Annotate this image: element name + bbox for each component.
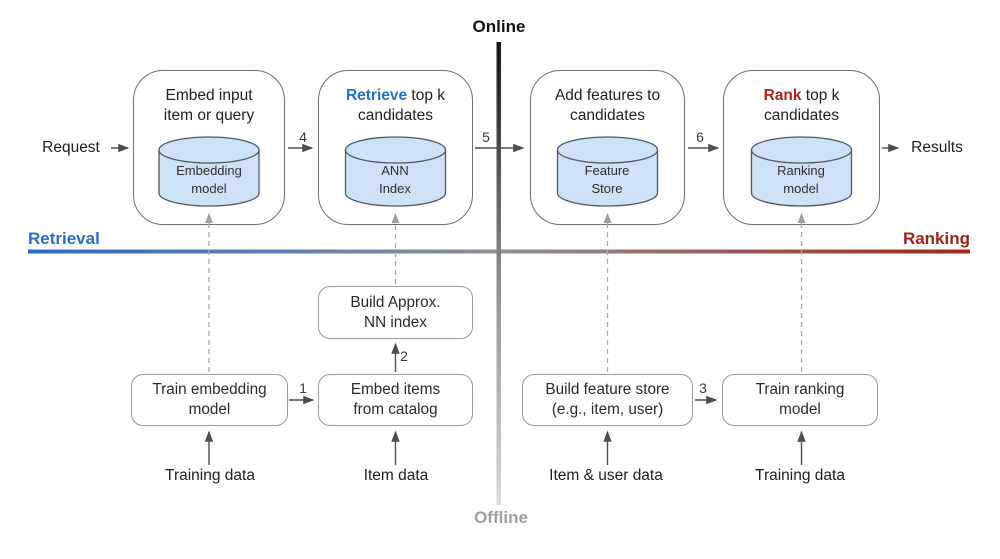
box-line2: (e.g., item, user) — [551, 401, 664, 418]
stage-title-accent: Retrieve — [345, 87, 408, 104]
store-line1: Ranking — [777, 163, 825, 178]
box-line2: model — [779, 401, 821, 418]
box-build-approx-nn-index: Build Approx. NN index — [318, 286, 473, 339]
box-train-embedding-model: Train embedding model — [131, 374, 288, 426]
stage-title-line1: top k — [801, 87, 840, 104]
request-label: Request — [42, 139, 100, 156]
box-text: Train ranking model — [756, 380, 845, 420]
box-train-ranking-model: Train ranking model — [722, 374, 878, 426]
box-text: Build Approx. NN index — [350, 293, 440, 333]
box-embed-items-from-catalog: Embed items from catalog — [318, 374, 473, 426]
step-number-5: 5 — [482, 129, 490, 145]
box-line1: Train embedding — [152, 381, 267, 399]
store-line1: Embedding — [176, 163, 242, 178]
store-line2: model — [783, 180, 819, 196]
data-source-item-user-data: Item & user data — [549, 467, 663, 484]
stage-title: Retrieve top k candidates — [319, 86, 472, 126]
box-text: Build feature store (e.g., item, user) — [545, 380, 669, 420]
stage-title-line2: candidates — [358, 107, 433, 125]
step-number-3: 3 — [699, 380, 707, 396]
box-line1: Embed items — [350, 381, 441, 399]
step-number-6: 6 — [696, 129, 704, 145]
quadrant-label-offline: Offline — [474, 508, 528, 527]
store-label-ann-index: ANN Index — [325, 162, 465, 197]
stage-title: Embed input item or query — [134, 86, 284, 126]
store-line2: Index — [379, 180, 411, 196]
store-line2: Store — [591, 180, 623, 196]
store-line1: Feature — [584, 163, 630, 178]
quadrant-label-retrieval: Retrieval — [28, 229, 100, 248]
store-line1: ANN — [381, 163, 409, 178]
stage-title-line2: candidates — [764, 107, 839, 125]
step-number-1: 1 — [299, 380, 307, 396]
stage-title-line1: top k — [407, 87, 446, 104]
data-source-training-data-1: Training data — [165, 467, 255, 484]
stage-title: Add features to candidates — [531, 86, 684, 126]
box-text: Embed items from catalog — [351, 380, 440, 420]
box-line1: Build Approx. — [350, 293, 441, 311]
step-number-2: 2 — [400, 348, 408, 364]
step-number-4: 4 — [299, 129, 307, 145]
box-line2: from catalog — [353, 401, 438, 418]
box-line2: model — [188, 401, 231, 418]
data-source-item-data: Item data — [363, 467, 429, 484]
store-line2: model — [191, 180, 227, 196]
stage-title-line2: candidates — [570, 107, 645, 125]
results-label: Results — [911, 139, 963, 156]
stage-title-line1: Embed input — [165, 87, 253, 104]
stage-title-accent: Rank — [763, 87, 802, 104]
stage-title-line1: Add features to — [554, 87, 661, 104]
store-label-ranking-model: Ranking model — [731, 162, 871, 197]
stage-title: Rank top k candidates — [724, 86, 879, 126]
store-label-embedding-model: Embedding model — [139, 162, 279, 197]
box-build-feature-store: Build feature store (e.g., item, user) — [522, 374, 693, 426]
quadrant-label-online: Online — [472, 17, 526, 36]
box-line1: Build feature store — [545, 381, 670, 399]
box-line2: NN index — [364, 313, 427, 331]
store-label-feature-store: Feature Store — [537, 162, 677, 197]
stage-title-line2: item or query — [163, 107, 255, 125]
box-line1: Train ranking — [755, 381, 845, 399]
box-text: Train embedding model — [152, 380, 266, 420]
quadrant-label-ranking: Ranking — [902, 229, 970, 248]
data-source-training-data-2: Training data — [755, 467, 845, 484]
